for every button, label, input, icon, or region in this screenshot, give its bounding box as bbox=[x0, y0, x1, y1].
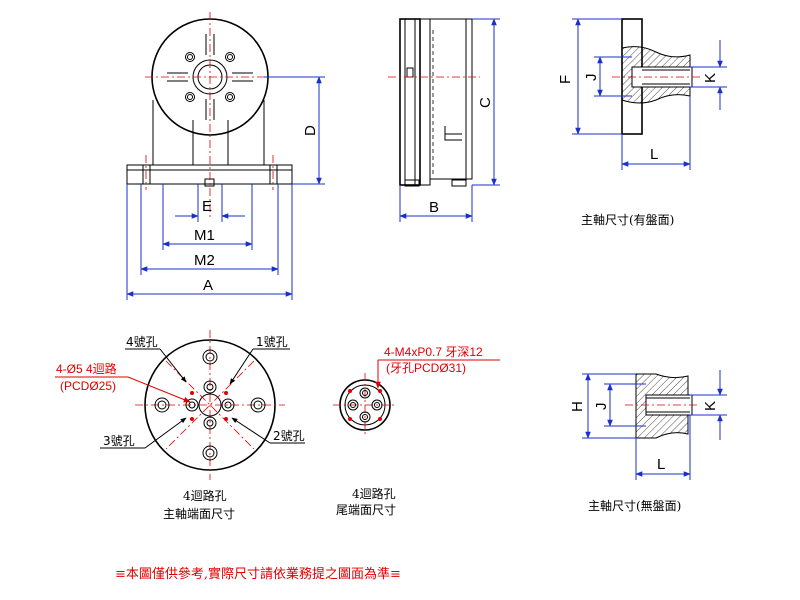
spindle-end-face-view: 4號孔 1號孔 3號孔 2號孔 4-Ø5 4迴路 (PCDØ25) 4迴路孔 主… bbox=[55, 330, 305, 521]
dim-L-top: L bbox=[650, 146, 658, 163]
front-view: E M1 M2 A D bbox=[126, 12, 325, 300]
tail-face-note-1: 4-M4xP0.7 牙深12 bbox=[384, 345, 483, 359]
dim-L-bottom: L bbox=[657, 456, 665, 473]
tail-face-caption-1: 4迴路孔 bbox=[352, 486, 396, 501]
caption-with-plate: 主軸尺寸(有盤面) bbox=[581, 213, 674, 227]
tail-end-face-view: 4-M4xP0.7 牙深12 (牙孔PCDØ31) 4迴路孔 尾端面尺寸 bbox=[333, 345, 500, 517]
end-face-note-2: (PCDØ25) bbox=[60, 379, 116, 393]
dim-J-top: J bbox=[583, 74, 600, 82]
dim-M2: M2 bbox=[194, 252, 215, 269]
side-view: B C bbox=[388, 18, 500, 222]
footer-disclaimer: ≡本圖僅供參考,實際尺寸請依業務提之圖面為準≡ bbox=[115, 566, 401, 582]
end-face-caption-2: 主軸端面尺寸 bbox=[163, 507, 235, 521]
side-flange bbox=[399, 18, 421, 186]
hole-label-2: 2號孔 bbox=[273, 429, 305, 443]
dim-K-top: K bbox=[702, 73, 719, 83]
dim-B: B bbox=[429, 199, 439, 216]
hole-label-4: 4號孔 bbox=[126, 335, 158, 349]
tail-face-caption-2: 尾端面尺寸 bbox=[336, 503, 396, 517]
end-face-outer-holes bbox=[154, 349, 266, 461]
dim-K-bottom: K bbox=[702, 401, 719, 411]
dim-D: D bbox=[302, 125, 319, 136]
dim-M1: M1 bbox=[194, 227, 215, 244]
hole-label-1: 1號孔 bbox=[256, 335, 288, 349]
dim-J-bottom: J bbox=[593, 403, 610, 411]
end-face-note-1: 4-Ø5 4迴路 bbox=[56, 361, 117, 376]
hole-label-3: 3號孔 bbox=[103, 434, 135, 448]
dim-H: H bbox=[569, 401, 586, 412]
dim-C: C bbox=[477, 97, 494, 108]
end-face-caption-1: 4迴路孔 bbox=[183, 488, 227, 503]
spindle-detail-with-plate: F J K L 主軸尺寸(有盤面) bbox=[557, 18, 727, 227]
dim-A: A bbox=[203, 277, 213, 294]
dim-E: E bbox=[202, 198, 212, 215]
end-face-circuit-holes bbox=[185, 380, 235, 430]
tail-face-holes bbox=[347, 387, 383, 423]
spindle-detail-no-plate: H J K L 主軸尺寸(無盤面) bbox=[569, 370, 727, 513]
base-plate bbox=[126, 164, 293, 185]
disc-bolt-holes bbox=[185, 52, 235, 102]
tail-face-note-2: (牙孔PCDØ31) bbox=[386, 361, 466, 375]
dim-F: F bbox=[557, 75, 574, 84]
caption-no-plate: 主軸尺寸(無盤面) bbox=[588, 498, 681, 513]
pedestal bbox=[152, 100, 265, 165]
